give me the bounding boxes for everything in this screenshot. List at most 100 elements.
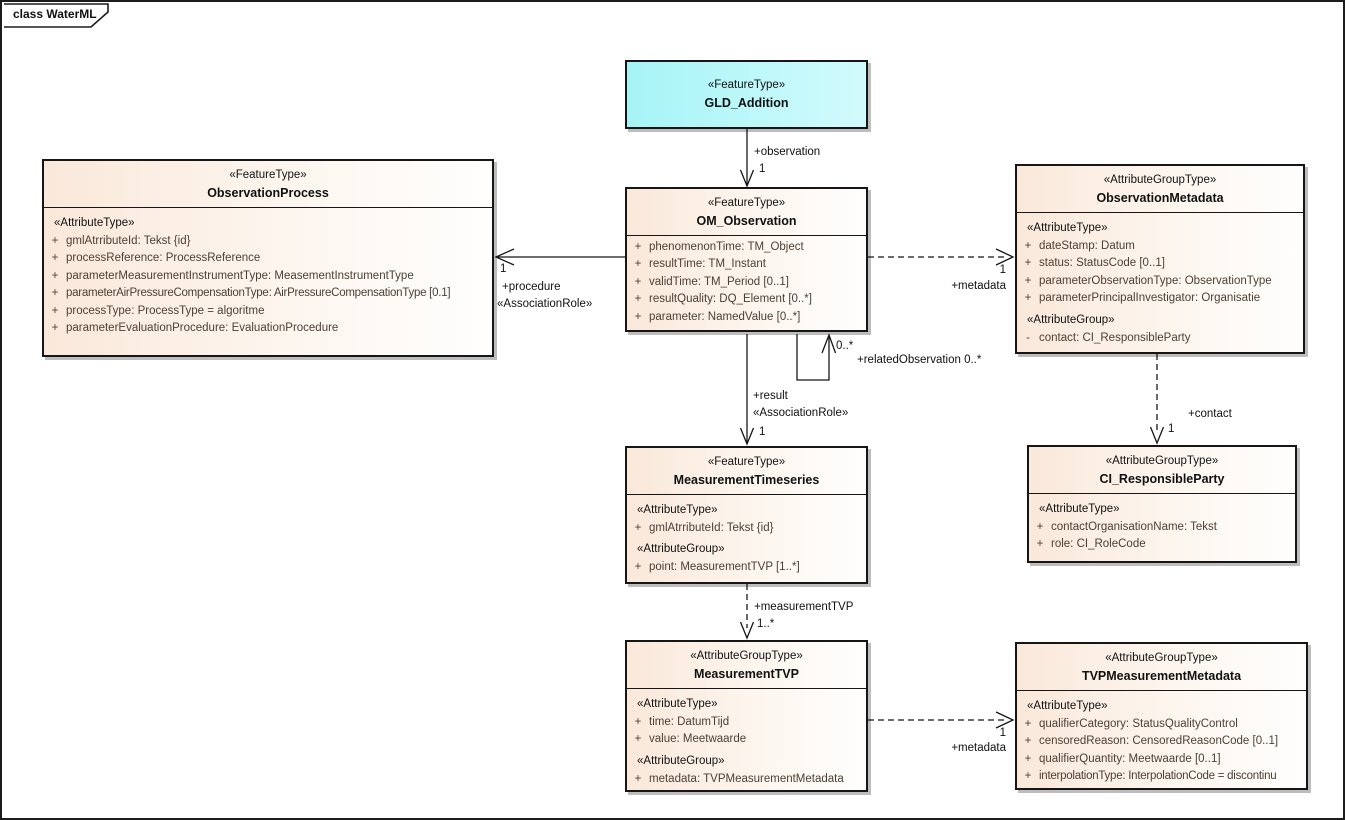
class-stereotype: «FeatureType» <box>229 169 307 181</box>
attribute-text: parameterEvaluationProcedure: Evaluation… <box>66 322 339 335</box>
section-header: «AttributeType» <box>637 698 718 710</box>
visibility: + <box>1024 292 1032 305</box>
attribute-text: censoredReason: CensoredReasonCode [0..1… <box>1039 735 1279 748</box>
class-name: CI_ResponsibleParty <box>1099 472 1225 486</box>
class-name: ObservationMetadata <box>1096 191 1224 205</box>
visibility: + <box>634 293 642 306</box>
label-contact-role: +contact <box>1188 408 1232 420</box>
attribute-row: +qualifierCategory: StatusQualityControl <box>1017 716 1306 733</box>
attribute-text: parameterPrincipalInvestigator: Organisa… <box>1039 292 1261 305</box>
section-header: «AttributeGroup» <box>1027 313 1115 326</box>
class-observation-process[interactable]: «FeatureType» ObservationProcess «Attrib… <box>42 159 494 357</box>
attribute-text: parameter: NamedValue [0..*] <box>649 310 801 323</box>
attribute-row: +value: Meetwaarde <box>627 731 866 748</box>
attribute-row: +dateStamp: Datum <box>1017 238 1303 255</box>
class-ci-responsibleparty[interactable]: «AttributeGroupType» CI_ResponsibleParty… <box>1027 445 1297 563</box>
visibility: + <box>634 716 642 728</box>
section-header: «AttributeGroup» <box>637 754 725 767</box>
attribute-text: validTime: TM_Period [0..1] <box>649 275 789 288</box>
label-metadata-bottom-mult: 1 <box>999 727 1006 739</box>
attribute-row: +resultTime: TM_Instant <box>627 256 866 273</box>
class-measurement-timeseries[interactable]: «FeatureType» MeasurementTimeseries «Att… <box>625 446 868 584</box>
visibility: + <box>1024 770 1032 783</box>
visibility: + <box>51 269 59 282</box>
attribute-text: value: Meetwaarde <box>649 733 747 746</box>
visibility: + <box>1024 257 1032 270</box>
class-stereotype: «AttributeGroupType» <box>1103 174 1217 186</box>
class-attributes: «AttributeType» +gmlAtrributeId: Tekst {… <box>627 495 866 577</box>
attribute-text: phenomenonTime: TM_Object <box>649 241 804 253</box>
label-observation-mult: 1 <box>759 163 766 175</box>
attribute-row: +gmlAtrributeId: Tekst {id} <box>44 233 492 250</box>
attribute-row: + parameterPrincipalInvestigator: Organis… <box>1017 290 1303 307</box>
class-attributes: «AttributeType» + contactOrganisationName… <box>1029 494 1295 554</box>
class-attributes: «AttributeType» +qualifierCategory: Stat… <box>1017 691 1306 786</box>
label-procedure-mult: 1 <box>500 263 507 275</box>
visibility: + <box>1036 521 1044 533</box>
class-stereotype: «FeatureType» <box>707 79 786 91</box>
attribute-text: dateStamp: Datum <box>1039 240 1135 252</box>
visibility: + <box>51 322 59 335</box>
attribute-row: +parameterMeasurementInstrumentType: Mea… <box>44 268 492 285</box>
label-contact-mult: 1 <box>1168 423 1175 435</box>
section-header: «AttributeType» <box>1027 700 1108 712</box>
class-stereotype: «AttributeGroupType» <box>1105 652 1218 664</box>
attribute-row: +parameterObservationType: ObservationTy… <box>1017 273 1303 290</box>
attribute-row: + point: MeasurementTVP [1..*] <box>627 559 866 576</box>
class-stereotype: «FeatureType» <box>707 197 786 209</box>
attribute-text: time: DatumTijd <box>649 716 730 728</box>
connector-metadata-top[interactable] <box>868 248 1015 266</box>
connector-metadata-bottom[interactable] <box>868 711 1015 729</box>
attribute-text: point: MeasurementTVP [1..*] <box>649 561 800 574</box>
class-tvp-measurement-metadata[interactable]: «AttributeGroupType» TVPMeasurementMetad… <box>1015 642 1308 790</box>
connector-observation[interactable] <box>739 129 755 188</box>
attribute-text: gmlAtrributeId: Tekst {id} <box>66 235 191 247</box>
attribute-row: -contact: CI_ResponsibleParty <box>1017 330 1303 347</box>
connector-result[interactable] <box>739 334 755 446</box>
class-observation-metadata[interactable]: «AttributeGroupType» ObservationMetadata… <box>1015 164 1305 354</box>
connector-measurementtvp[interactable] <box>739 584 755 640</box>
class-header: «FeatureType» MeasurementTimeseries <box>627 448 866 495</box>
attribute-row: +resultQuality: DQ_Element [0..*] <box>627 291 866 308</box>
section-header: «AttributeType» <box>54 217 135 229</box>
label-metadata-top-mult: 1 <box>999 264 1006 276</box>
class-name: MeasurementTVP <box>694 667 799 681</box>
visibility: + <box>1024 274 1032 287</box>
attribute-text: role: CI_RoleCode <box>1051 538 1146 551</box>
label-result-role: +result <box>753 390 788 402</box>
class-header: «FeatureType» ObservationProcess <box>44 161 492 208</box>
connector-procedure[interactable] <box>494 248 625 266</box>
class-name: OM_Observation <box>696 214 797 228</box>
visibility: + <box>634 241 642 253</box>
attribute-row: + parameter: NamedValue [0..*] <box>627 309 866 326</box>
attribute-text: contactOrganisationName: Tekst <box>1051 521 1217 533</box>
visibility: + <box>634 561 642 574</box>
attribute-row: + phenomenonTime: TM_Object <box>627 239 866 256</box>
class-gld-addition[interactable]: «FeatureType» GLD_Addition <box>625 60 868 129</box>
visibility: + <box>1024 735 1032 748</box>
visibility: + <box>51 287 59 300</box>
label-procedure-stereotype: «AssociationRole» <box>497 298 593 310</box>
attribute-row: +parameterAirPressureCompensationType: A… <box>44 285 492 302</box>
visibility: + <box>1024 752 1032 765</box>
attribute-row: +interpolationType: InterpolationCode = … <box>1017 768 1306 785</box>
connector-related-observation[interactable] <box>796 333 837 381</box>
attribute-text: processReference: ProcessReference <box>66 252 261 265</box>
attribute-row: +gmlAtrributeId: Tekst {id} <box>627 520 866 537</box>
attribute-row: + contactOrganisationName: Tekst <box>1029 519 1295 536</box>
class-measurement-tvp[interactable]: «AttributeGroupType» MeasurementTVP «Att… <box>625 640 868 792</box>
label-result-mult: 1 <box>759 426 766 438</box>
visibility: + <box>634 310 642 323</box>
visibility: + <box>634 275 642 288</box>
connector-contact[interactable] <box>1149 354 1165 445</box>
attribute-text: resultTime: TM_Instant <box>649 258 766 271</box>
class-stereotype: «FeatureType» <box>707 456 786 468</box>
attribute-text: qualifierQuantity: Meetwaarde [0..1] <box>1039 752 1221 765</box>
attribute-text: status: StatusCode [0..1] <box>1039 257 1165 270</box>
visibility: + <box>1036 538 1044 551</box>
class-header: «FeatureType» OM_Observation <box>627 189 866 236</box>
class-om-observation[interactable]: «FeatureType» OM_Observation + phenomenon… <box>625 187 868 332</box>
visibility: - <box>1026 331 1030 344</box>
section-header: «AttributeType» <box>1039 503 1120 515</box>
